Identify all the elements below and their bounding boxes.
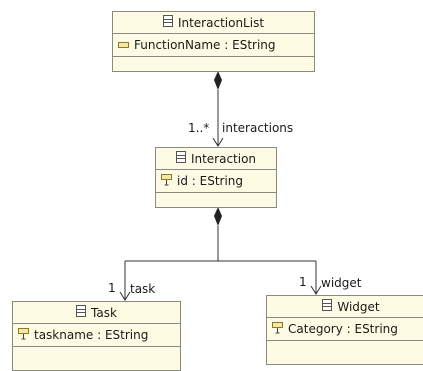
attribute-icon: [118, 38, 130, 52]
class-attributes: id : EString: [156, 170, 276, 193]
attribute-row[interactable]: taskname : EString: [13, 324, 180, 346]
class-name: InteractionList: [177, 15, 265, 30]
class-name: Widget: [337, 299, 380, 314]
class-interaction[interactable]: Interaction id : EString: [155, 147, 277, 208]
interactions-multiplicity: 1..*: [188, 121, 210, 135]
widget-multiplicity: 1: [299, 275, 307, 289]
class-attributes: FunctionName : EString: [113, 34, 314, 57]
class-name: Task: [91, 305, 117, 320]
class-attributes: Category : EString: [267, 318, 423, 341]
attribute-label: Category : EString: [288, 322, 398, 336]
id-attribute-icon: [161, 173, 173, 189]
arrowhead-icon: [310, 285, 322, 295]
widget-reference-name: widget: [321, 276, 362, 290]
task-reference-name: task: [130, 282, 156, 296]
id-attribute-icon: [272, 321, 284, 337]
attribute-row[interactable]: id : EString: [156, 170, 276, 192]
composition-diamond-icon: [214, 207, 222, 226]
class-widget[interactable]: Widget Category : EString: [266, 295, 423, 365]
class-header: InteractionList: [113, 12, 314, 34]
reference-edges: [119, 71, 322, 301]
class-header: Interaction: [156, 148, 276, 170]
class-task[interactable]: Task taskname : EString: [12, 301, 181, 371]
class-icon: [175, 151, 187, 166]
arrowhead-icon: [212, 137, 224, 147]
class-icon: [76, 305, 87, 320]
attribute-label: taskname : EString: [34, 328, 149, 342]
composition-diamond-icon: [214, 71, 222, 90]
class-name: Interaction: [190, 151, 257, 166]
interactions-reference-name: interactions: [222, 121, 294, 135]
attribute-label: id : EString: [177, 174, 244, 188]
class-interaction-list[interactable]: InteractionList FunctionName : EString: [112, 11, 315, 72]
attribute-label: FunctionName : EString: [134, 38, 276, 52]
task-multiplicity: 1: [108, 281, 116, 295]
id-attribute-icon: [18, 327, 30, 343]
class-icon: [162, 15, 174, 30]
class-header: Task: [13, 302, 180, 324]
class-attributes: taskname : EString: [13, 324, 180, 347]
attribute-row[interactable]: Category : EString: [267, 318, 423, 340]
attribute-row[interactable]: FunctionName : EString: [113, 34, 314, 56]
class-header: Widget: [267, 296, 423, 318]
arrowhead-icon: [119, 291, 131, 301]
class-icon: [322, 299, 333, 314]
